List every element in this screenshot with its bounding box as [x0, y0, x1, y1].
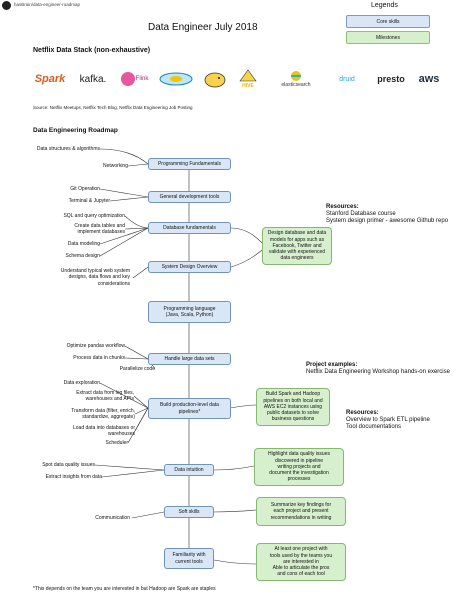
programming-language-box: Programming language (Java, Scala, Pytho… — [148, 301, 231, 323]
elasticsearch-logo: elasticsearch — [269, 67, 323, 91]
resource-spark-etl[interactable]: Overview to Spark ETL pipeline — [346, 417, 430, 424]
resource-stanford-db[interactable]: Stanford Database course — [326, 211, 396, 218]
resource-system-design-primer[interactable]: System design primer - awesome Github re… — [326, 218, 449, 225]
label-extract-logs: Extract data from log files, warehouses … — [76, 390, 134, 403]
resources-block-1: Resources: Stanford Database course Syst… — [326, 204, 448, 226]
footnote: *This depends on the team you are intere… — [33, 586, 216, 592]
production-pipelines-box: Build production-level data pipelines* — [148, 398, 231, 419]
aws-logo: aws — [418, 73, 440, 85]
project-examples-block: Project examples: Netflix Data Engineeri… — [306, 362, 450, 376]
milestone-db-design: Design database and data models for apps… — [262, 227, 332, 265]
general-dev-tools-box: General development tools — [148, 191, 231, 203]
label-communication: Communication — [95, 515, 130, 521]
milestone-summarize-findings: Summarize key findings for each project … — [256, 497, 346, 526]
system-design-overview-box: System Design Overview — [148, 261, 231, 273]
milestone-data-quality: Highlight data quality issues discovered… — [254, 448, 344, 486]
milestone-spark-hadoop: Build Spark and Hadoop pipelines on both… — [256, 388, 330, 426]
label-create-tables: Create data tables and implement databas… — [74, 223, 125, 236]
label-chunks: Process data in chunks — [73, 355, 125, 361]
handle-large-data-box: Handle large data sets — [148, 353, 231, 365]
label-data-exploration: Data exploration — [63, 380, 100, 386]
presto-logo: presto — [377, 74, 405, 84]
programming-fundamentals-box: Programming Fundamentals — [148, 158, 231, 170]
label-scheduler: Scheduler — [105, 440, 128, 446]
cassandra-logo — [157, 67, 195, 91]
label-spot-issues: Spot data quality issues — [42, 462, 95, 468]
hive-logo-text: HIVE — [242, 83, 254, 89]
resource-tool-docs[interactable]: Tool documentations — [346, 424, 402, 431]
label-insights: Extract insights from data — [45, 474, 102, 480]
flink-logo-text: Flink — [135, 76, 149, 82]
flink-logo: Flink — [117, 67, 151, 91]
label-ds-algo: Data structures & algorithms — [36, 146, 100, 152]
label-parallelize: Parallelize code — [119, 366, 155, 372]
repo-path[interactable]: hasBrain/data-engineer-roadmap — [14, 2, 81, 7]
page-title: Data Engineer July 2018 — [148, 22, 258, 33]
label-data-modeling: Data modeling — [67, 241, 100, 247]
label-sql: SQL and query optimization — [63, 213, 125, 219]
soft-skills-box: Soft skills — [164, 506, 214, 518]
resources-block-2: Resources: Overview to Spark ETL pipelin… — [346, 410, 430, 432]
label-networking: Networking — [102, 163, 128, 169]
label-terminal: Terminal & Jupyter — [68, 198, 110, 204]
spark-logo: Spark — [34, 73, 66, 85]
resources-2-title: Resources: — [346, 410, 379, 416]
druid-logo: druid — [339, 75, 355, 83]
milestone-tools-project: At least one project with tools used by … — [256, 543, 346, 581]
roadmap-heading: Data Engineering Roadmap — [33, 127, 118, 134]
current-tools-box: Familiarity with current tools — [164, 548, 214, 569]
label-transform: Transform data (filter, enrich, standard… — [71, 408, 135, 421]
legend-core-skills: Core skills — [346, 15, 430, 28]
github-icon — [2, 1, 11, 10]
label-schema-design: Schema design — [65, 253, 100, 259]
kafka-logo: kafka. — [79, 73, 107, 85]
data-intuition-box: Data intuition — [164, 464, 214, 476]
label-web-systems: Understand typical web system designs, d… — [60, 268, 130, 287]
netflix-logo-row: Spark kafka. Flink HIVE elasticsearch dr… — [33, 67, 443, 91]
label-git: Git Operation — [70, 186, 100, 192]
project-examples-title: Project examples: — [306, 362, 358, 368]
netflix-stack-heading: Netflix Data Stack (non-exhaustive) — [33, 47, 151, 54]
label-pandas: Optimize pandas workflow — [66, 343, 125, 349]
database-fundamentals-box: Database fundamentals — [148, 222, 231, 234]
project-netflix-workshop[interactable]: Netflix Data Engineering Workshop hands-… — [306, 369, 450, 376]
legend-title: Legends — [371, 2, 398, 9]
source-note: Source: Netflix Meetups, Netflix Tech Bl… — [33, 105, 193, 110]
elasticsearch-logo-text: elasticsearch — [281, 82, 311, 88]
hadoop-elephant-logo — [201, 67, 229, 91]
resources-1-title: Resources: — [326, 204, 359, 210]
legend-milestones: Milestones — [346, 31, 430, 44]
label-load: Load data into databases or warehouses — [73, 425, 135, 438]
hive-logo: HIVE — [233, 67, 263, 91]
